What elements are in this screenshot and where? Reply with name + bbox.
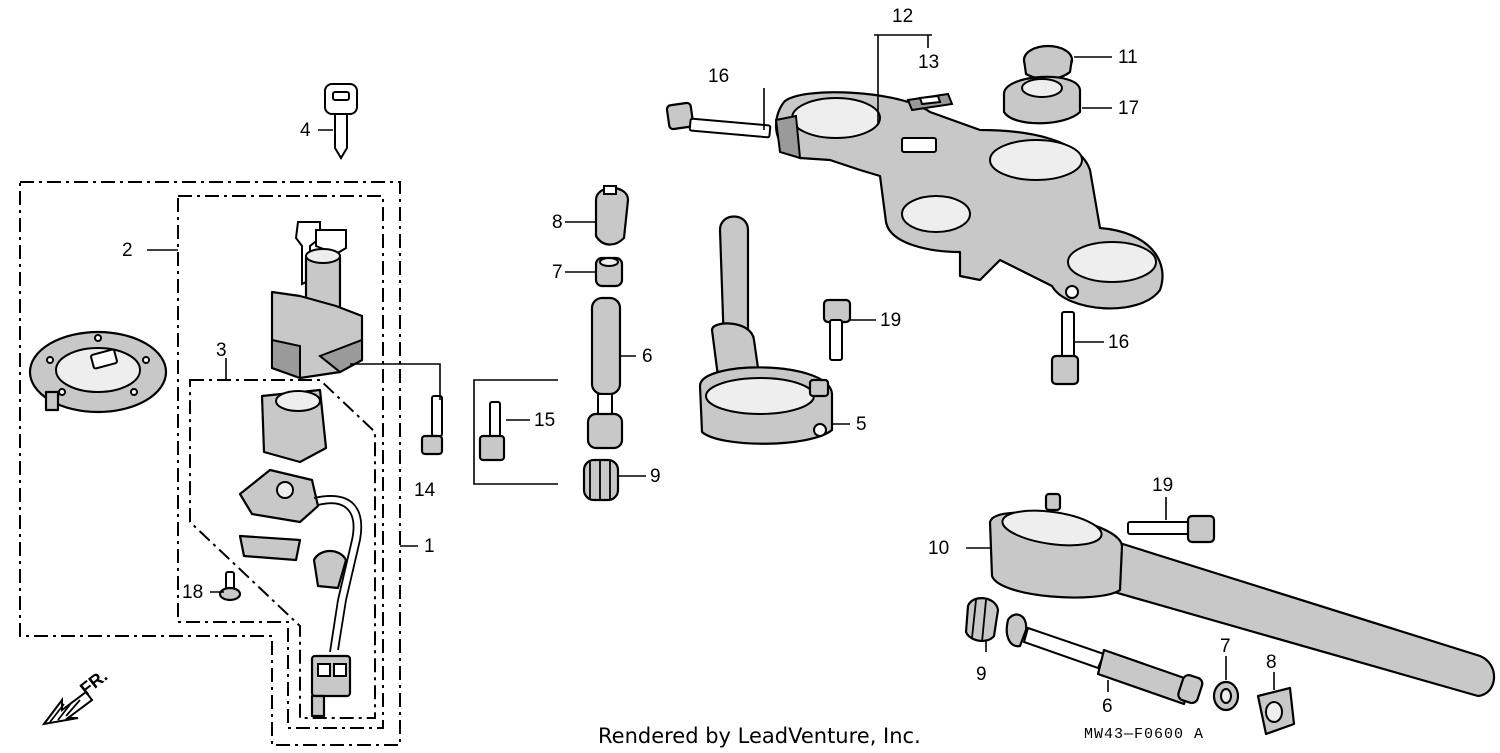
pin-6-lower [1005, 613, 1204, 706]
callout-4: 4 [300, 120, 311, 141]
callout-2: 2 [122, 240, 133, 261]
collar-8-upper [594, 185, 630, 246]
callout-13: 13 [918, 52, 939, 73]
callout-7-lower: 7 [1220, 636, 1231, 657]
callout-18: 18 [182, 582, 203, 603]
label-13 [906, 92, 954, 112]
nut-9-lower [964, 597, 1000, 643]
diagram-code: MW43—F0600 A [1084, 726, 1204, 743]
callout-15: 15 [534, 410, 555, 431]
front-direction-label: FR. [76, 666, 111, 700]
kit-2-outline [19, 181, 401, 746]
bolt-19-lower [1127, 514, 1216, 544]
bolt-15 [478, 401, 506, 462]
bolt-16-upper [665, 101, 772, 139]
callout-16-lower: 16 [1108, 332, 1129, 353]
bolt-19-upper [822, 298, 852, 361]
callout-19-upper: 19 [880, 310, 901, 331]
handlebar-10 [988, 492, 1496, 698]
ignition-switch-1 [238, 221, 364, 718]
kit-3-outline [189, 379, 376, 719]
bolt-16-lower [1050, 311, 1080, 386]
cap-11 [1022, 44, 1074, 81]
callout-10: 10 [928, 538, 949, 559]
callout-1: 1 [424, 536, 435, 557]
collar-8-lower [1256, 686, 1296, 736]
key-4 [324, 83, 358, 160]
callout-12: 12 [892, 6, 913, 27]
callout-8: 8 [552, 212, 563, 233]
render-credit: Rendered by LeadVenture, Inc. [598, 724, 921, 748]
kit-1-outline [177, 195, 384, 729]
callout-9-lower: 9 [976, 664, 987, 685]
screw-14 [420, 395, 444, 456]
bracket-15 [473, 379, 558, 485]
callout-6-lower: 6 [1102, 696, 1113, 717]
nut-7-upper [594, 256, 624, 288]
top-bridge-12 [774, 91, 1164, 310]
callout-19-lower: 19 [1152, 475, 1173, 496]
nut-9-upper [582, 458, 620, 502]
screw-18 [218, 571, 242, 602]
callout-14: 14 [414, 480, 436, 501]
callout-16-upper: 16 [708, 66, 729, 87]
callout-9: 9 [650, 466, 661, 487]
callout-11: 11 [1118, 47, 1138, 68]
pin-6-upper [586, 296, 624, 450]
handlebar-5 [698, 215, 834, 445]
callout-3: 3 [216, 340, 227, 361]
nut-17 [1002, 75, 1082, 125]
callout-6: 6 [642, 346, 653, 367]
front-arrow-icon [41, 690, 94, 726]
cap-seal-2 [28, 330, 168, 414]
leader-lines [147, 34, 1275, 692]
nut-7-lower [1212, 680, 1240, 712]
callout-5: 5 [856, 414, 867, 435]
callout-17: 17 [1118, 98, 1139, 119]
callout-8-lower: 8 [1266, 652, 1277, 673]
callout-7: 7 [552, 262, 563, 283]
